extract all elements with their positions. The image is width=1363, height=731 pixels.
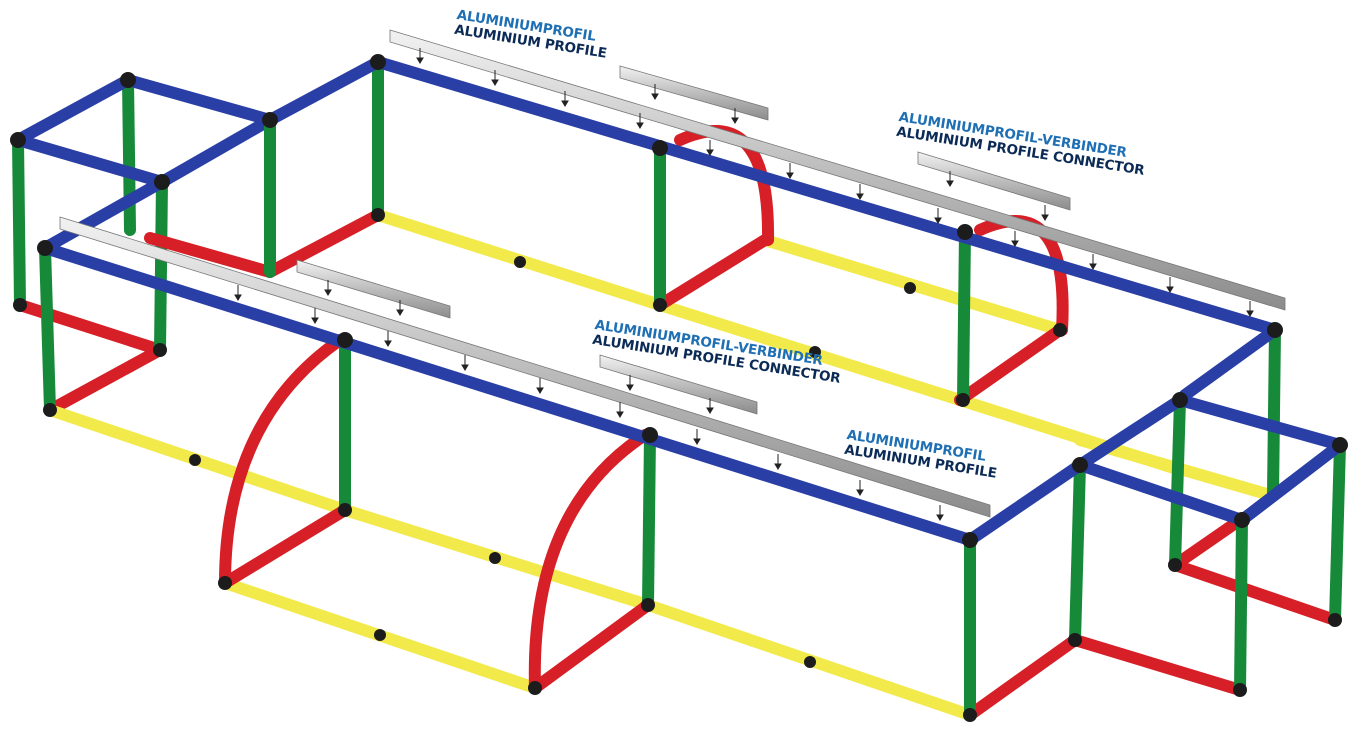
tube-blue [1174, 394, 1346, 451]
tube-green [1329, 439, 1346, 626]
tube-green [1169, 394, 1186, 571]
tube-blue [1179, 324, 1281, 401]
joint [962, 532, 978, 548]
tube-red [954, 324, 1066, 406]
joint [514, 256, 526, 268]
joint [641, 598, 655, 612]
joint [43, 403, 57, 417]
aluminium-profiles [59, 29, 1286, 518]
joint [956, 393, 970, 407]
tube-blue [1074, 459, 1248, 526]
joint [1328, 613, 1342, 627]
arch-red [528, 429, 651, 694]
tube-blue [12, 74, 134, 146]
joint [154, 174, 170, 190]
joint [10, 132, 26, 148]
joint [809, 346, 821, 358]
right-cube [964, 394, 1346, 721]
tube-green [12, 134, 26, 311]
joint [262, 112, 278, 128]
tube-green [1069, 459, 1086, 646]
joint [37, 240, 53, 256]
joint [1168, 558, 1182, 572]
joint [218, 576, 232, 590]
joint [1072, 457, 1088, 473]
tube-green [957, 226, 971, 406]
aluminium-profile [917, 151, 1071, 211]
tube-blue [122, 74, 276, 126]
joint [1234, 512, 1250, 528]
joint [1233, 683, 1247, 697]
joint [189, 454, 201, 466]
tube-red [144, 232, 276, 278]
joint [963, 708, 977, 722]
mount-arrows [234, 48, 1254, 521]
tube-red [1169, 514, 1246, 571]
joint [652, 140, 668, 156]
aluminium-profile [389, 29, 1286, 311]
joint [13, 298, 27, 312]
tube-green [642, 429, 656, 611]
tube-blue [39, 242, 976, 546]
tube-blue [264, 56, 384, 126]
joint [337, 332, 353, 348]
joint [120, 72, 136, 88]
joint [904, 282, 916, 294]
tube-red [964, 634, 1081, 721]
tube-green [1267, 324, 1281, 501]
joint [1053, 323, 1067, 337]
joint [338, 503, 352, 517]
joint [1172, 392, 1188, 408]
joint [374, 629, 386, 641]
joint [370, 54, 386, 70]
tube-blue [12, 134, 168, 188]
joint [804, 656, 816, 668]
joint [528, 681, 542, 695]
joint [1332, 437, 1348, 453]
joint [489, 552, 501, 564]
joint [1267, 322, 1283, 338]
joint [653, 298, 667, 312]
tube-red [44, 344, 166, 416]
joints [10, 54, 1348, 722]
tube-blue [1074, 394, 1186, 471]
tube-green [154, 176, 168, 356]
aluminium-profile [59, 216, 991, 518]
tube-red [1169, 559, 1341, 626]
aluminium-profile [619, 65, 769, 121]
tube-green [39, 242, 56, 416]
arch-red [219, 334, 346, 589]
tube-blue [39, 176, 168, 254]
front-frame [39, 242, 976, 721]
tube-red [529, 599, 654, 694]
tube-red [654, 234, 771, 311]
joint [371, 208, 385, 222]
tube-red [264, 209, 384, 278]
joint [642, 427, 658, 443]
tube-red [1069, 634, 1246, 696]
joint [1068, 633, 1082, 647]
tube-green [1234, 514, 1248, 696]
aluminium-profile [599, 354, 758, 415]
tube-red [219, 504, 351, 589]
tube-blue [372, 56, 1281, 336]
tube-blue [156, 114, 276, 188]
tube-blue [964, 459, 1086, 546]
left-cube [12, 74, 276, 416]
joint [957, 224, 973, 240]
joint [153, 343, 167, 357]
tube-blue [1236, 439, 1346, 526]
aluminium-profile [296, 259, 451, 319]
